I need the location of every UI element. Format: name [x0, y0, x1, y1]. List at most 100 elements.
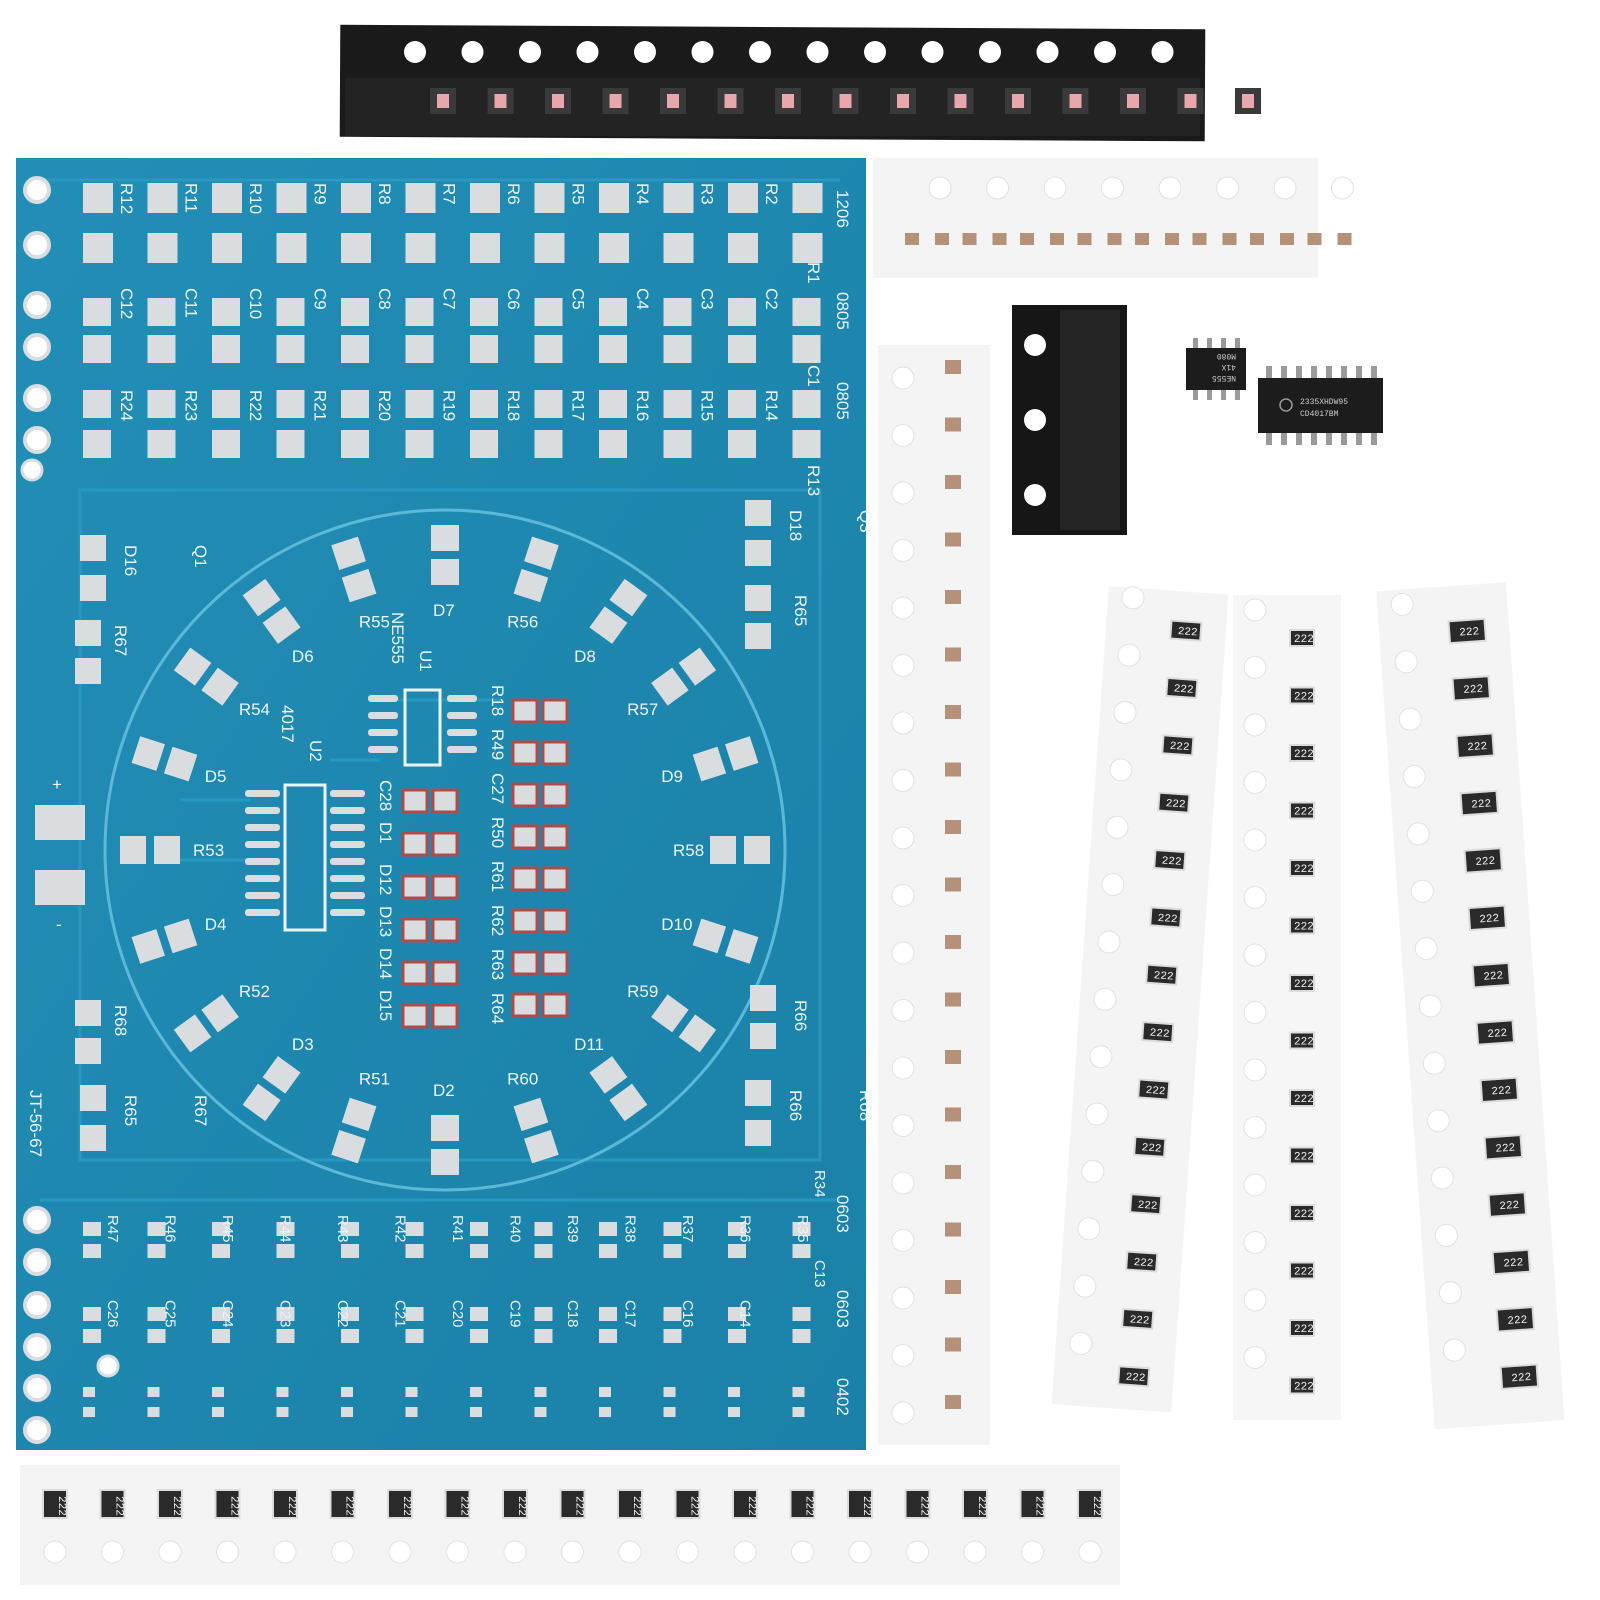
ring-label: D7	[433, 601, 455, 620]
ic-pin	[1193, 390, 1198, 400]
tape-hole	[1073, 1274, 1097, 1298]
pad-0805	[792, 335, 821, 363]
power-minus-label: -	[56, 915, 62, 934]
pcb-label-r: R42	[392, 1215, 409, 1243]
pad-0603	[792, 1244, 811, 1258]
resistor-marking: 222	[1169, 741, 1190, 754]
transistor-tape	[1012, 305, 1127, 535]
pcb-label-r: R9	[311, 183, 330, 205]
capacitor	[945, 877, 961, 892]
pad-0805	[663, 335, 692, 363]
pcb-label-r: R24	[117, 390, 136, 421]
pad-0603	[663, 1307, 682, 1321]
resistor	[1121, 1307, 1155, 1331]
tape-hole	[1094, 41, 1116, 63]
pad-0805	[728, 430, 756, 458]
center-label-left: C28	[376, 780, 395, 811]
ring-pad	[201, 994, 239, 1033]
pad-0805	[147, 390, 176, 418]
pad-0603	[792, 1222, 811, 1236]
resistor-marking: 222	[688, 1496, 700, 1516]
pad-0402	[212, 1407, 224, 1417]
pad-0402	[599, 1407, 611, 1417]
pcb-label-c: C9	[311, 288, 330, 310]
tape-hole	[1402, 765, 1426, 789]
corner-pad	[745, 1080, 771, 1106]
capacitor	[945, 590, 961, 604]
capacitor	[935, 233, 949, 245]
ring-component	[431, 1115, 459, 1175]
resistor	[1129, 1193, 1163, 1216]
ring-pad	[692, 746, 727, 782]
pcb-label-c: C2	[762, 288, 781, 310]
ring-label: R51	[359, 1069, 390, 1088]
pad-0603	[534, 1329, 553, 1343]
resistor	[1077, 1489, 1103, 1519]
tape-hole	[1077, 1217, 1101, 1241]
u2-pin	[330, 790, 365, 797]
pcb-label-c: C18	[564, 1300, 581, 1328]
tape-hole	[1273, 176, 1297, 200]
ic-pin	[1193, 338, 1198, 348]
mounting-hole	[23, 1416, 51, 1444]
tape-hole	[634, 41, 656, 63]
pad-0805	[147, 298, 176, 326]
tape-hole	[1422, 1051, 1446, 1075]
led	[954, 94, 967, 108]
tape-hole	[891, 941, 915, 965]
led	[1184, 94, 1197, 108]
ring-pad	[678, 647, 717, 686]
led	[1127, 94, 1139, 108]
resistor	[502, 1489, 528, 1519]
led	[1012, 94, 1024, 108]
led	[609, 94, 622, 108]
tape-hole	[891, 539, 915, 562]
ring-component	[331, 536, 377, 603]
pcb-label-r: R39	[564, 1215, 581, 1243]
pad-1206	[792, 183, 823, 213]
led	[667, 94, 679, 108]
ring-component	[651, 994, 717, 1053]
tape-hole	[891, 1286, 915, 1310]
corner-pad	[80, 575, 106, 601]
resistor	[732, 1489, 758, 1519]
ring-label: D4	[205, 915, 227, 934]
tape-hole	[1406, 822, 1430, 846]
ring-component	[331, 1097, 377, 1164]
pad-0603	[276, 1307, 295, 1321]
tape-hole	[891, 1344, 915, 1367]
resistor	[1157, 791, 1191, 814]
ring-component	[651, 647, 717, 706]
pad-0603	[470, 1222, 488, 1236]
ring-component	[131, 918, 198, 964]
tape-hole	[1418, 994, 1442, 1018]
resistor-marking: 222	[343, 1496, 355, 1516]
capacitor	[1050, 233, 1064, 245]
resistor	[1471, 961, 1512, 989]
ic-pin	[1266, 433, 1272, 445]
ic-pin	[1221, 390, 1226, 400]
pcb-size-label: 0805	[833, 292, 852, 330]
capacitor	[945, 1050, 961, 1064]
ic-pin	[1311, 366, 1317, 378]
resistor-marking: 222	[1177, 626, 1198, 639]
capacitor	[1307, 233, 1322, 245]
u1-pin	[447, 746, 477, 753]
resistor-marking: 222	[1495, 1142, 1516, 1155]
pcb-label-r: R45	[219, 1215, 236, 1243]
mounting-hole	[23, 1291, 51, 1319]
pcb-label-c: C14	[737, 1300, 754, 1328]
pcb-label-c1: C1	[804, 365, 823, 387]
resistor-marking: 222	[1294, 1382, 1314, 1394]
ring-component	[589, 578, 648, 644]
tape-hole	[101, 1540, 124, 1564]
tape-hole	[561, 1540, 584, 1564]
ring-pad	[242, 578, 281, 617]
pad-1206	[147, 183, 178, 213]
resistor	[1289, 686, 1315, 705]
ring-label: R56	[507, 613, 538, 632]
resistor-marking: 222	[285, 1496, 297, 1516]
power-pad-minus	[35, 870, 85, 905]
pad-0603	[792, 1329, 811, 1343]
